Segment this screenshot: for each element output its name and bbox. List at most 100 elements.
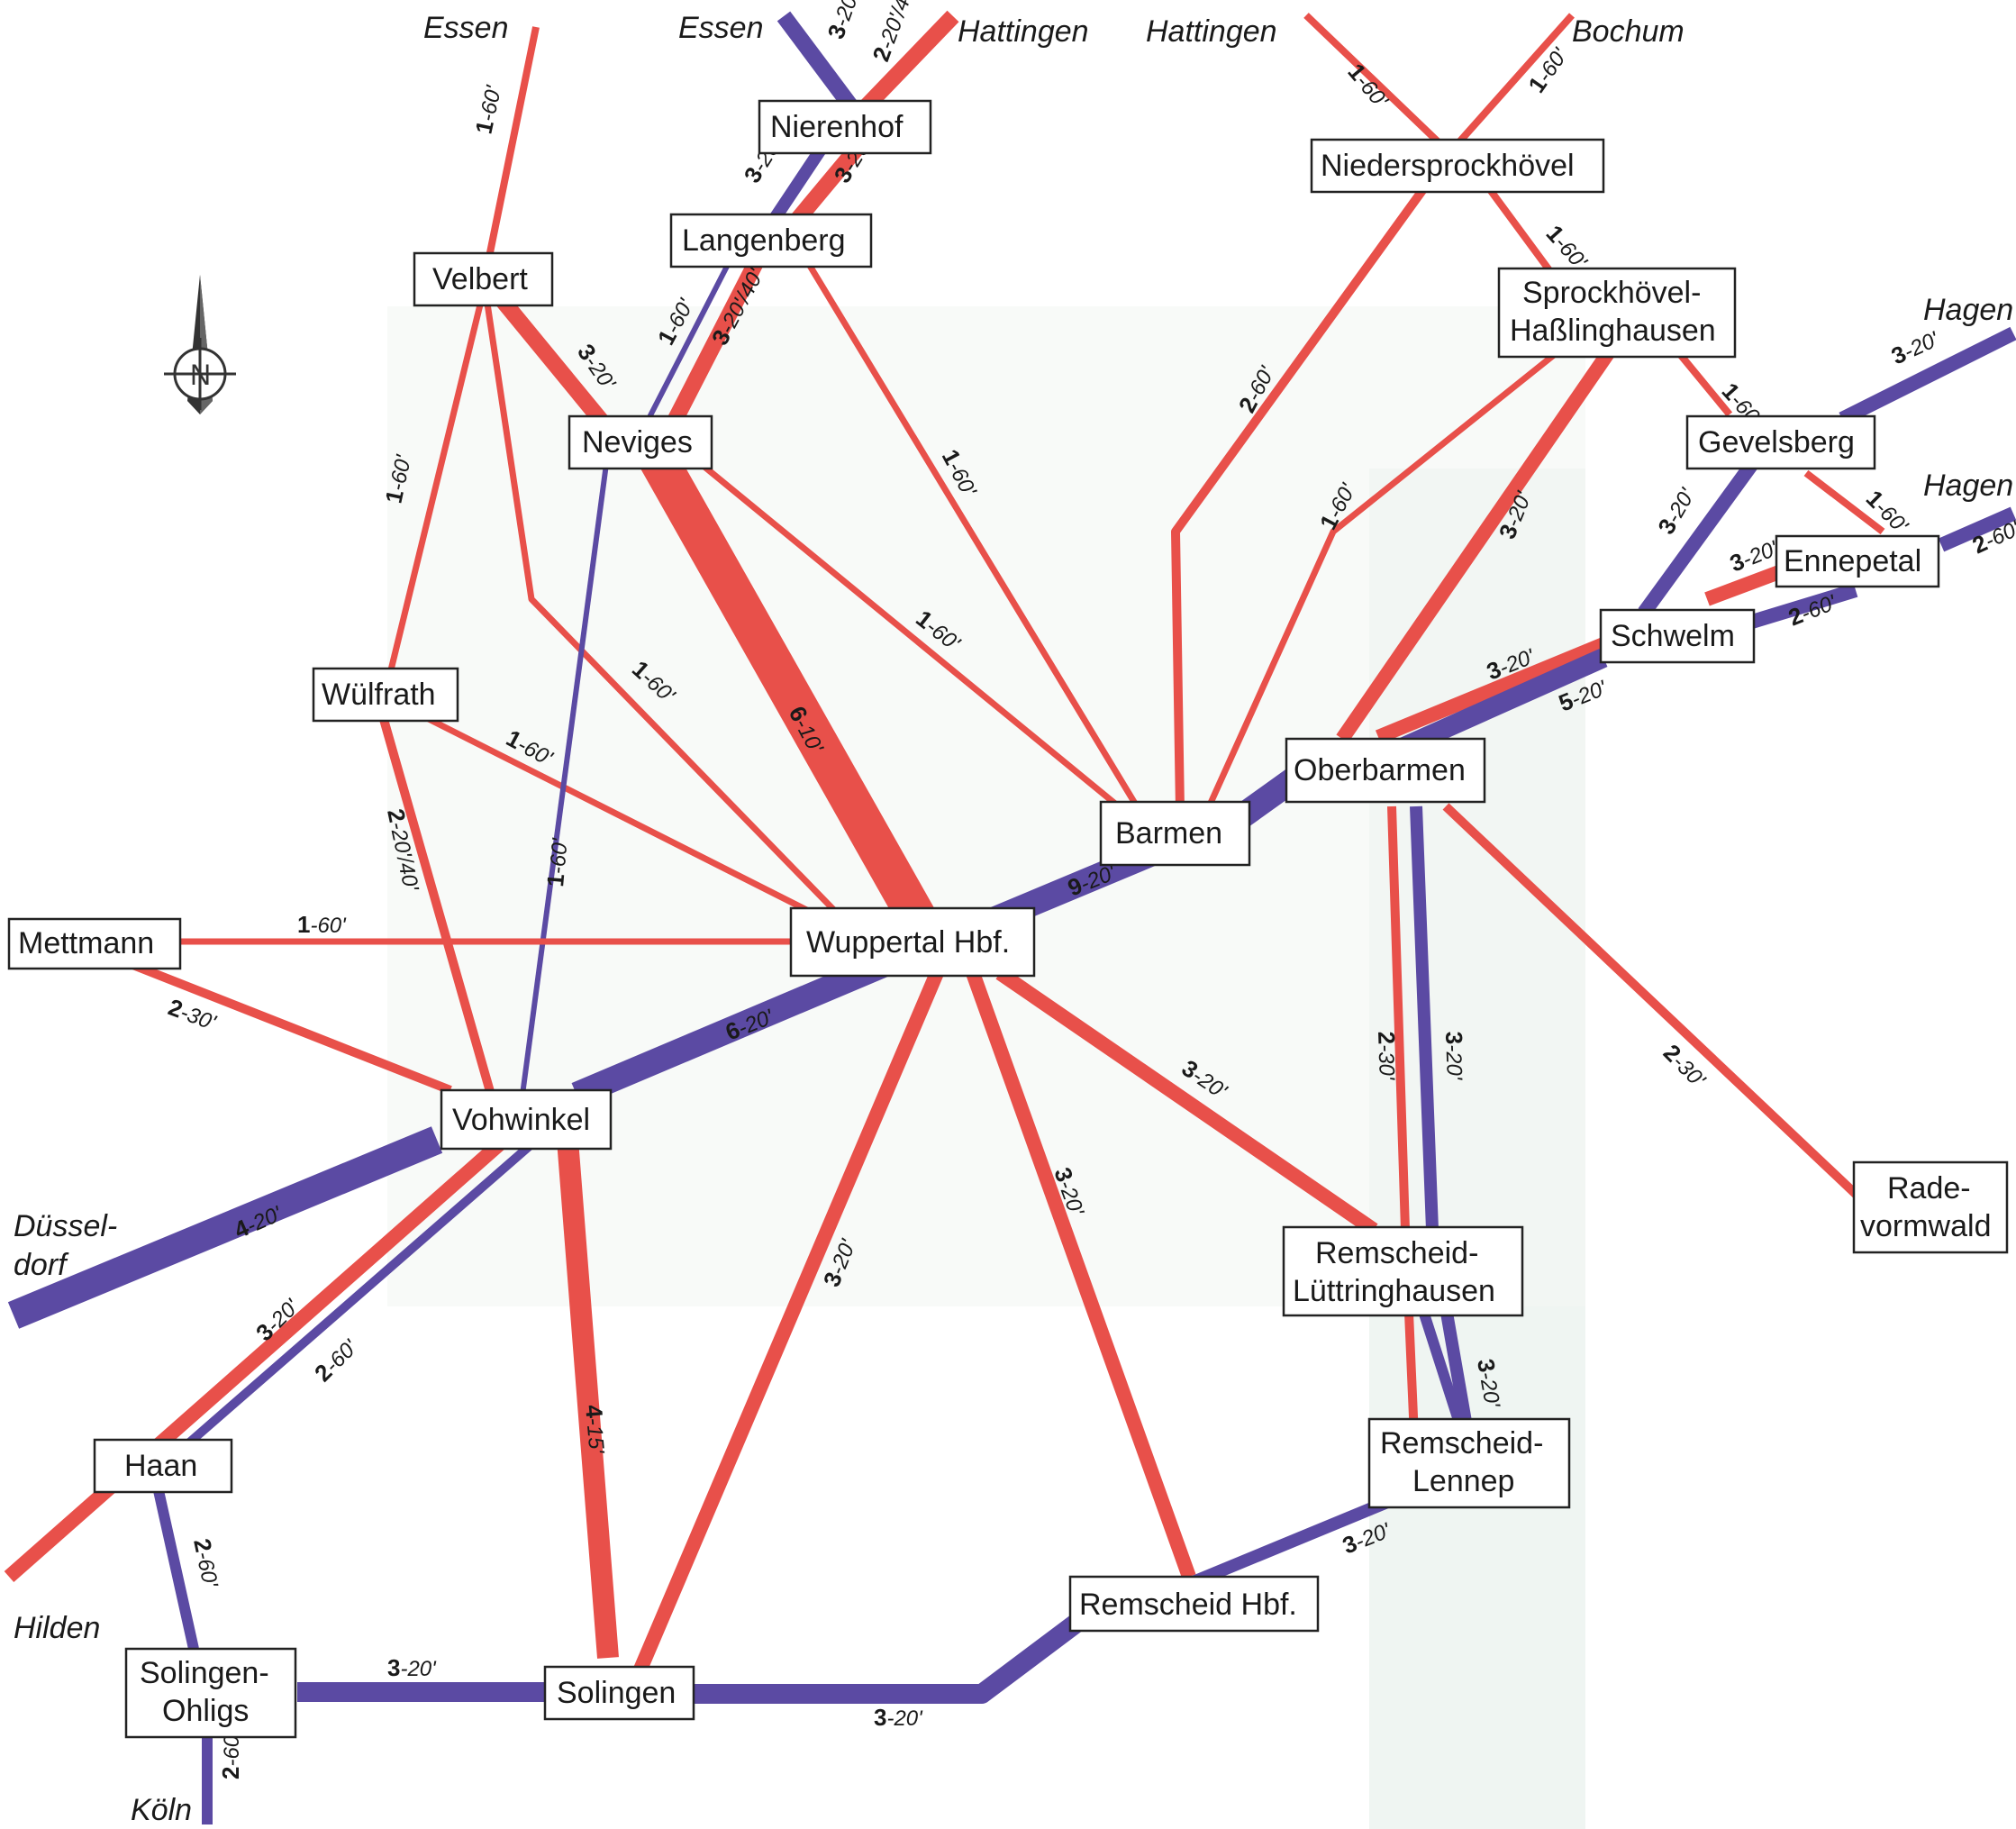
frequency-label: 1-60' bbox=[297, 911, 347, 938]
svg-text:Ennepetal: Ennepetal bbox=[1784, 544, 1921, 578]
destination-essen: Essen bbox=[423, 11, 509, 45]
frequency-label: 2-30' bbox=[1373, 1031, 1402, 1081]
rail-line-purple bbox=[1839, 326, 2016, 426]
station-wuppertal-hbf[interactable]: Wuppertal Hbf. bbox=[789, 906, 1036, 978]
station-barmen[interactable]: Barmen bbox=[1099, 800, 1251, 867]
svg-text:Mettmann: Mettmann bbox=[18, 926, 154, 960]
rail-line-purple bbox=[1182, 1494, 1394, 1592]
rail-line-purple bbox=[7, 1126, 443, 1329]
destination-hilden: Hilden bbox=[14, 1611, 100, 1645]
svg-text:Remscheid Hbf.: Remscheid Hbf. bbox=[1079, 1588, 1297, 1622]
rail-line-purple bbox=[1638, 460, 1758, 617]
station-oberbarmen[interactable]: Oberbarmen bbox=[1285, 737, 1486, 804]
frequency-label: 2-60' bbox=[188, 1536, 225, 1590]
rail-line-red bbox=[378, 714, 495, 1096]
svg-text:Ohligs: Ohligs bbox=[162, 1694, 249, 1728]
rail-line-red bbox=[4, 1133, 510, 1583]
rail-line-red bbox=[995, 967, 1378, 1236]
station-wuelfrath[interactable]: Wülfrath bbox=[312, 667, 459, 723]
rail-line-red bbox=[799, 250, 1142, 813]
rail-line-red bbox=[1336, 342, 1619, 743]
frequency-label: 1-60' bbox=[470, 82, 507, 136]
rail-lines bbox=[4, 10, 2016, 1824]
svg-text:Lüttringhausen: Lüttringhausen bbox=[1293, 1274, 1495, 1308]
station-sprockhoevel-hasslinghausen[interactable]: Sprockhövel- Haßlinghausen bbox=[1497, 267, 1737, 359]
svg-text:Sprockhövel-: Sprockhövel- bbox=[1522, 276, 1701, 310]
north-arrow-icon: N bbox=[164, 275, 236, 414]
svg-text:Langenberg: Langenberg bbox=[682, 223, 846, 258]
station-nierenhof[interactable]: Nierenhof bbox=[758, 99, 932, 155]
station-gevelsberg[interactable]: Gevelsberg bbox=[1685, 414, 1876, 470]
rail-line-red bbox=[413, 708, 862, 941]
rail-line-purple bbox=[646, 250, 737, 421]
frequency-label: 1-60' bbox=[1861, 485, 1915, 539]
rail-line-red bbox=[635, 441, 946, 947]
station-schwelm[interactable]: Schwelm bbox=[1599, 608, 1756, 664]
frequency-label: 1-60' bbox=[541, 836, 573, 888]
rail-line-red bbox=[1203, 349, 1561, 813]
frequency-label: 3-20' bbox=[250, 1292, 304, 1346]
destination-hattingen: Hattingen bbox=[958, 14, 1089, 49]
station-velbert[interactable]: Velbert bbox=[413, 251, 554, 307]
station-neviges[interactable]: Neviges bbox=[568, 414, 713, 470]
rail-line-purple bbox=[765, 141, 830, 229]
rail-line-purple bbox=[520, 450, 611, 1096]
frequency-label: 1-60' bbox=[1522, 41, 1573, 97]
rail-line-purple bbox=[152, 1485, 199, 1651]
rail-line-red bbox=[1442, 803, 1864, 1202]
station-mettmann[interactable]: Mettmann bbox=[7, 917, 182, 970]
station-solingen-ohligs[interactable]: Solingen- Ohligs bbox=[124, 1647, 297, 1739]
frequency-label: 1-60' bbox=[1342, 59, 1394, 114]
svg-text:Neviges: Neviges bbox=[582, 425, 693, 460]
station-haan[interactable]: Haan bbox=[93, 1438, 233, 1494]
rail-line-red bbox=[384, 296, 486, 686]
destination-bochum: Bochum bbox=[1572, 14, 1685, 49]
rail-line-red bbox=[1303, 13, 1462, 165]
station-ennepetal[interactable]: Ennepetal bbox=[1775, 534, 1940, 588]
svg-text:Remscheid-: Remscheid- bbox=[1380, 1426, 1543, 1460]
rail-line-red bbox=[129, 960, 452, 1095]
svg-text:Niedersprockhövel: Niedersprockhövel bbox=[1321, 149, 1575, 183]
north-letter: N bbox=[190, 359, 211, 391]
svg-text:Solingen: Solingen bbox=[557, 1676, 676, 1710]
svg-text:Lennep: Lennep bbox=[1412, 1464, 1514, 1498]
svg-text:Haan: Haan bbox=[124, 1449, 197, 1483]
rail-line-red bbox=[966, 970, 1196, 1579]
station-niedersprockhoevel[interactable]: Niedersprockhövel bbox=[1310, 138, 1605, 194]
rail-line-red bbox=[494, 292, 610, 429]
rail-line-red bbox=[682, 448, 1138, 823]
frequency-label: 3-20' bbox=[822, 0, 864, 42]
rail-line-red bbox=[557, 1139, 619, 1659]
station-remscheid-hbf[interactable]: Remscheid Hbf. bbox=[1068, 1575, 1320, 1633]
svg-text:Solingen-: Solingen- bbox=[140, 1656, 269, 1690]
rail-line-purple bbox=[776, 11, 863, 118]
frequency-label: 3-20' bbox=[1440, 1031, 1469, 1081]
rail-line-red bbox=[1375, 637, 1607, 744]
svg-text:Haßlinghausen: Haßlinghausen bbox=[1510, 314, 1716, 348]
rail-line-red bbox=[667, 248, 769, 423]
rail-line-purple bbox=[1749, 583, 1858, 629]
rail-line-red bbox=[786, 139, 867, 231]
destination-hagen: Hagen bbox=[1923, 469, 2013, 503]
rail-line-red bbox=[1439, 13, 1575, 165]
svg-text:Nierenhof: Nierenhof bbox=[770, 110, 904, 144]
frequency-label: 1-60' bbox=[380, 451, 417, 505]
station-vohwinkel[interactable]: Vohwinkel bbox=[440, 1088, 613, 1151]
svg-text:Remscheid-: Remscheid- bbox=[1315, 1236, 1478, 1270]
svg-text:Wuppertal Hbf.: Wuppertal Hbf. bbox=[806, 925, 1010, 960]
rail-line-red bbox=[483, 296, 863, 940]
station-solingen[interactable]: Solingen bbox=[543, 1665, 695, 1721]
rail-line-purple bbox=[1418, 1309, 1469, 1439]
frequency-label: 3-20' bbox=[1652, 482, 1701, 539]
svg-text:Vohwinkel: Vohwinkel bbox=[452, 1103, 590, 1137]
destination-hattingen: Hattingen bbox=[1146, 14, 1277, 49]
rail-line-red bbox=[483, 26, 540, 271]
compass: N bbox=[164, 275, 236, 414]
station-remscheid-lennep[interactable]: Remscheid- Lennep bbox=[1367, 1417, 1571, 1509]
station-remscheid-luettringhausen[interactable]: Remscheid- Lüttringhausen bbox=[1282, 1225, 1524, 1317]
rail-line-purple bbox=[177, 1141, 535, 1454]
station-radevormwald[interactable]: Rade- vormwald bbox=[1852, 1160, 2009, 1254]
station-langenberg[interactable]: Langenberg bbox=[669, 213, 873, 268]
frequency-label: 3-20' bbox=[387, 1654, 437, 1681]
